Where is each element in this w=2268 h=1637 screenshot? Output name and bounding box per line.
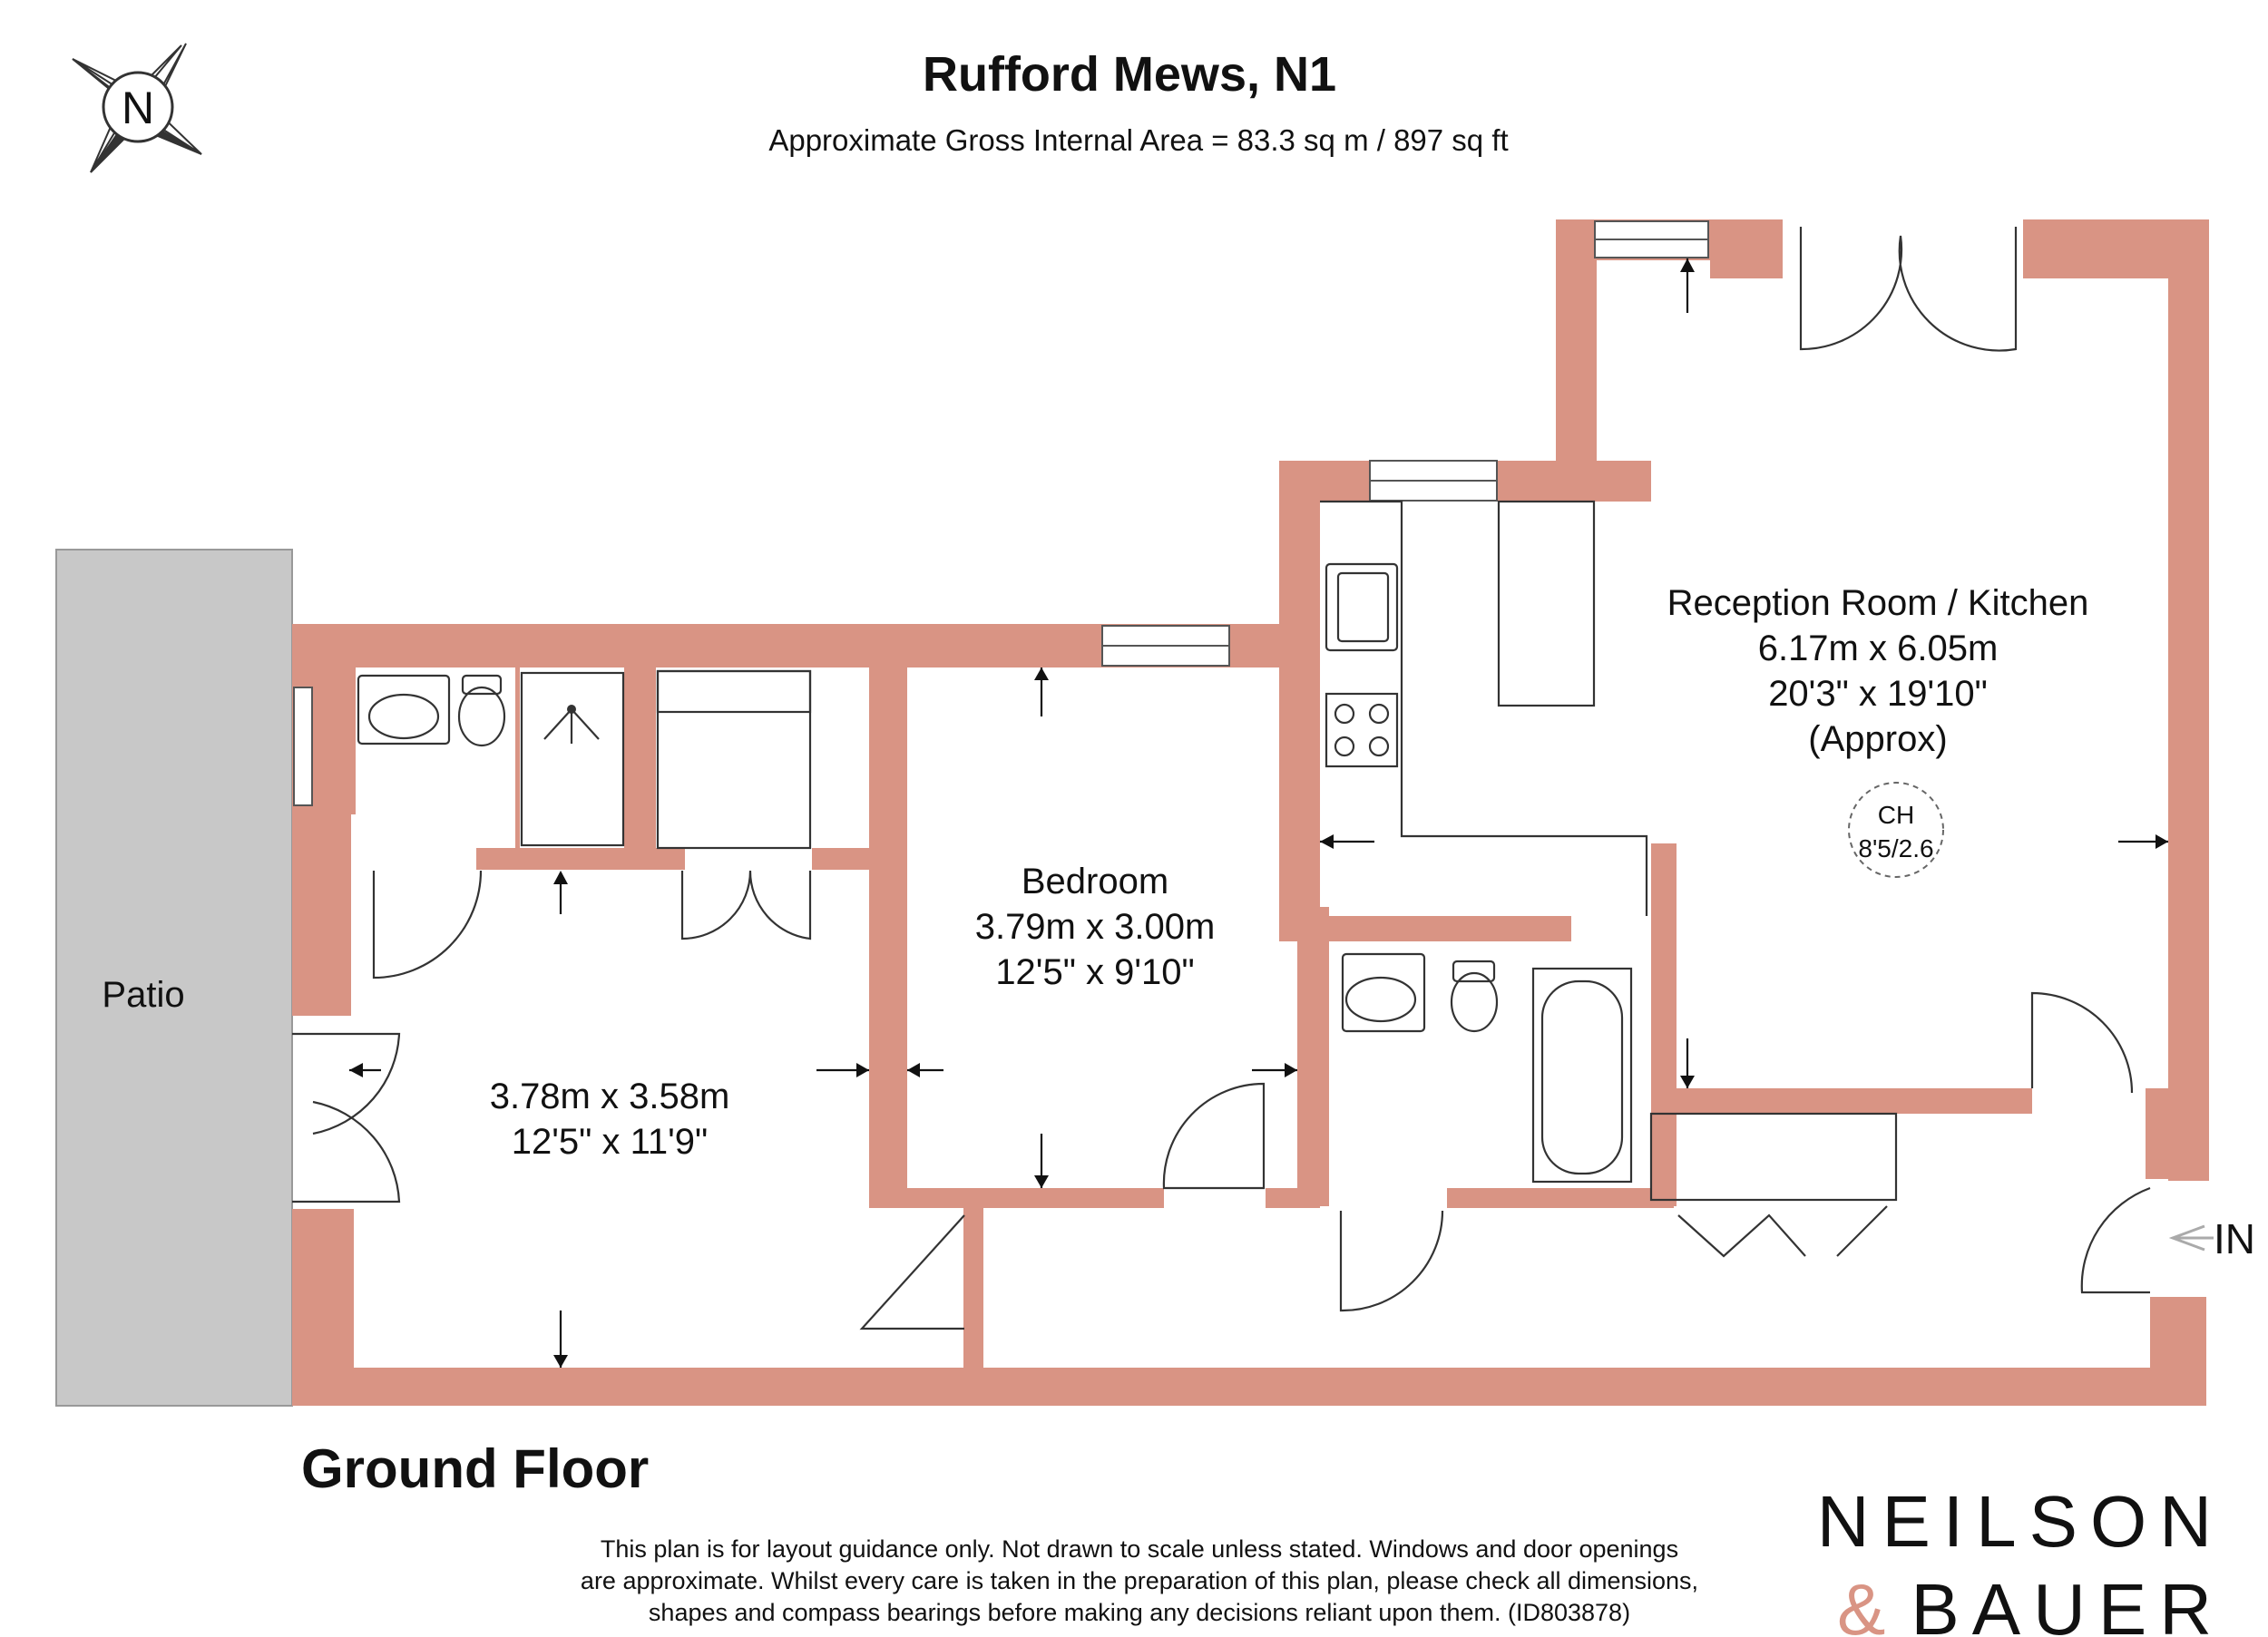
svg-text:6.17m x 6.05m: 6.17m x 6.05m	[1758, 628, 1999, 668]
room-reception-label: Reception Room / Kitchen 6.17m x 6.05m 2…	[1667, 583, 2089, 759]
svg-text:12'5" x 9'10": 12'5" x 9'10"	[995, 952, 1194, 992]
brand-ampersand: &	[1837, 1569, 1885, 1637]
svg-text:8'5/2.6: 8'5/2.6	[1858, 834, 1933, 862]
disclaimer: This plan is for layout guidance only. N…	[581, 1535, 1698, 1626]
svg-text:Reception Room / Kitchen: Reception Room / Kitchen	[1667, 583, 2089, 623]
fixtures	[357, 500, 1898, 1202]
svg-text:CH: CH	[1878, 801, 1914, 829]
svg-text:Bedroom: Bedroom	[1022, 862, 1168, 901]
svg-text:BAUER: BAUER	[1911, 1569, 2224, 1637]
walls	[292, 219, 2209, 1406]
svg-text:12'5" x 11'9": 12'5" x 11'9"	[512, 1122, 708, 1162]
svg-text:are approximate. Whilst every: are approximate. Whilst every care is ta…	[581, 1567, 1698, 1594]
page-title: Rufford Mews, N1	[923, 47, 1336, 102]
brand-logo: NEILSON & BAUER	[1817, 1481, 2224, 1637]
patio-label: Patio	[102, 975, 184, 1015]
doors	[292, 227, 2151, 1330]
svg-text:(Approx): (Approx)	[1808, 719, 1947, 759]
svg-text:NEILSON: NEILSON	[1817, 1481, 2224, 1562]
entrance-label: IN	[2214, 1215, 2255, 1262]
svg-text:This plan is for layout guidan: This plan is for layout guidance only. N…	[601, 1535, 1678, 1563]
dimension-arrows	[349, 258, 2168, 1368]
ceiling-height-badge: CH 8'5/2.6	[1848, 782, 1944, 878]
room-bedroom-label: Bedroom 3.79m x 3.00m 12'5" x 9'10"	[975, 862, 1216, 992]
north-compass-icon: N	[72, 43, 202, 173]
patio-area	[55, 549, 293, 1407]
windows	[293, 220, 1709, 806]
entrance-marker: IN	[2168, 1215, 2255, 1262]
svg-text:3.78m x 3.58m: 3.78m x 3.58m	[490, 1077, 730, 1116]
svg-text:shapes and compass bearings be: shapes and compass bearings before makin…	[649, 1599, 1630, 1626]
page-subtitle: Approximate Gross Internal Area = 83.3 s…	[768, 123, 1508, 157]
svg-text:3.79m x 3.00m: 3.79m x 3.00m	[975, 907, 1216, 947]
floor-label: Ground Floor	[301, 1438, 649, 1499]
compass-letter: N	[122, 83, 154, 133]
room-second-label: 3.78m x 3.58m 12'5" x 11'9"	[490, 1077, 730, 1162]
svg-text:20'3" x 19'10": 20'3" x 19'10"	[1768, 674, 1988, 714]
